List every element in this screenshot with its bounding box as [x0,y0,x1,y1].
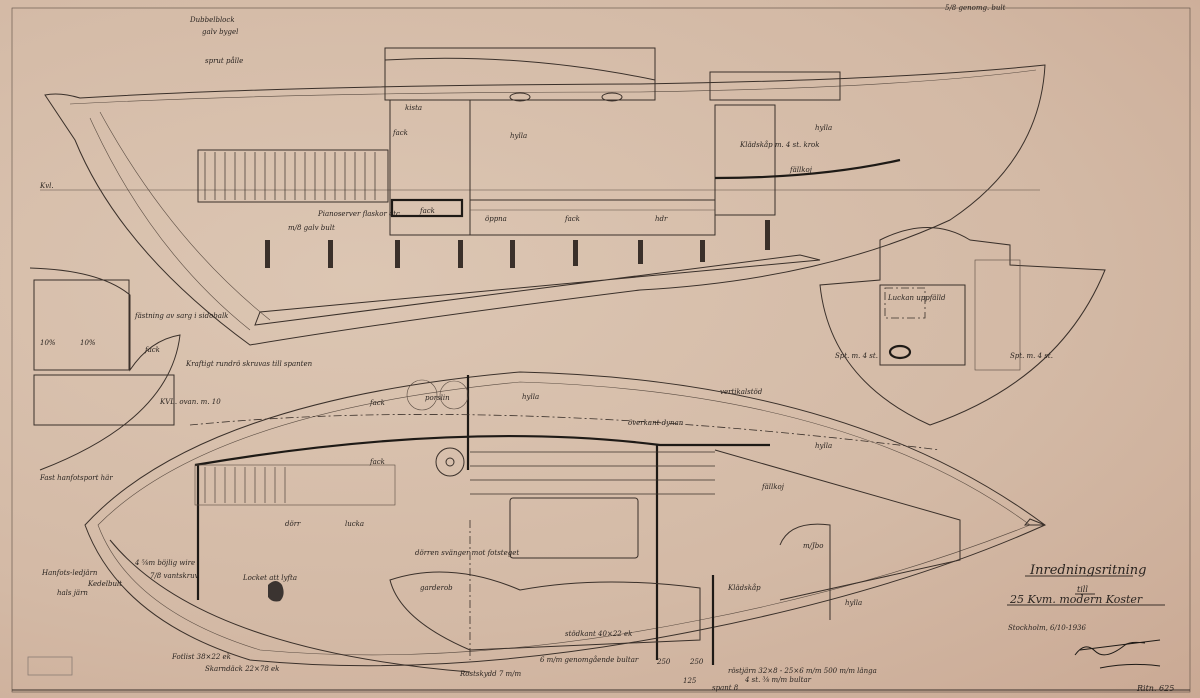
label: fästning av sarg i sidobalk [134,312,228,320]
label: fack [419,207,435,215]
label: Pianoserver flaskor etc. [317,210,402,218]
label: Hanfots-ledjärn [41,569,98,577]
label: Kvl. [39,182,54,190]
label: hylla [510,132,527,140]
label: 7/8 vantskruv [150,572,199,580]
label: röstjärn 32×8 - 25×6 m/m 500 m/m länga [728,667,877,675]
label: Fotlist 38×22 ek [171,653,231,661]
label: 5/8 genomg. bult [945,4,1006,12]
profile-text: Dubbelblock galv bygel sprut pålle Kvl. … [39,4,1053,360]
label: Kraftigt rundrö skruvas till spanten [185,360,313,368]
label: Spt. m. 4 st. [1010,352,1053,360]
right-section-view [819,227,1106,426]
label: fack [144,346,160,354]
plan-view [84,371,1046,673]
place-date: Stockholm, 6/10-1936 [1008,624,1086,632]
drawing-subtitle: 25 Kvm. modern Koster [1009,593,1143,606]
drawing-title: Inredningsritning [1029,563,1146,578]
label: 250 [689,658,704,666]
plan-text: fack porslin hylla vertikalstöd överkant… [39,388,877,692]
label: galv bygel [202,28,238,36]
label: hylla [522,393,539,401]
label: vertikalstöd [720,388,763,396]
label: hylla [845,599,862,607]
label: Luckan uppfälld [887,294,946,302]
label: sprut pålle [205,56,243,65]
label: Locket att lyfta [242,574,297,582]
label: hdr [655,215,668,223]
label: Skarndäck 22×78 ek [205,665,279,673]
label: KVL. ovan. m. 10 [159,398,221,406]
label: lucka [345,520,364,528]
label: fack [392,129,408,137]
label: porslin [425,394,450,402]
label: Fast hanfotsport här [39,474,113,482]
label: fack [369,458,385,466]
label: 6 m/m genomgående bultar [540,655,639,664]
label: m/Jbo [803,542,824,550]
section-text: fack fästning av sarg i sidobalk Kraftig… [40,294,946,406]
label: fällkoj [761,483,785,491]
title-block: Inredningsritning till 25 Kvm. modern Ko… [1008,563,1174,693]
museum-stamp [27,656,73,676]
label: 10% [80,339,96,347]
label: hylla [815,124,832,132]
label: 4 st. ⅜ m/m bultar [744,676,812,684]
label: Kedelbult [87,580,122,588]
label: öppna [485,215,507,223]
label: Rostskydd 7 m/m [459,670,522,678]
label: hals järn [57,589,88,597]
label: 10% [40,339,56,347]
title-till: till [1077,585,1088,594]
profile-view [40,47,1046,346]
drawing-number: Ritn. 625 [1136,684,1174,693]
label: kista [405,104,422,112]
label: fällkoj [789,166,813,174]
label: 125 [683,677,697,685]
sheet-border [11,7,1191,693]
label: spant 8 [712,684,739,692]
label: dörr [285,520,301,528]
left-section-view [29,267,181,471]
label: dörren svänger mot fotsteget [415,549,519,557]
label: fack [369,399,385,407]
label: fack [564,215,580,223]
label: 4 ⅝m böjlig wire [134,559,195,567]
label: hylla [815,442,832,450]
label: Klädskåp [727,583,761,592]
label: m/8 galv bult [288,224,335,232]
label: överkant dynan [628,419,684,427]
signature [1074,639,1161,669]
label: Dubbelblock [189,16,235,24]
label: Spt. m. 4 st. [835,352,878,360]
label: Klädskåp m. 4 st. krok [739,140,820,149]
label: garderob [420,584,453,592]
label: stödkant 40×22 ek [565,630,632,638]
label: 250 [656,658,671,666]
